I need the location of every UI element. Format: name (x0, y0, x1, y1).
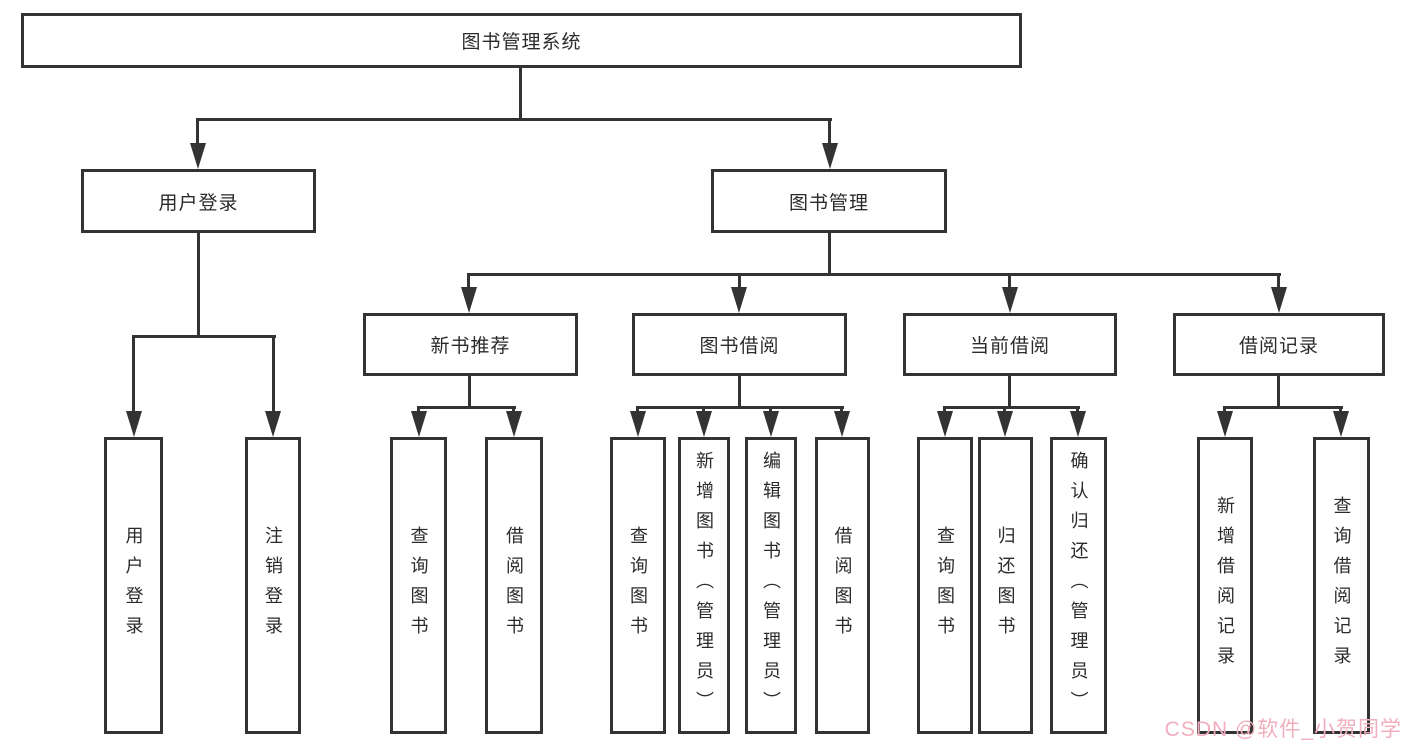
node-book-management: 图书管理 (711, 169, 947, 233)
arrowhead-down-icon (630, 411, 646, 437)
leaf-label: 新增图书（管理员） (694, 450, 714, 721)
connector-line (738, 375, 741, 409)
leaf-confirm-return-admin: 确认归还（管理员） (1050, 437, 1107, 734)
connector-line (467, 273, 1281, 276)
arrowhead-down-icon (696, 411, 712, 437)
connector-line (519, 66, 522, 121)
node-user-login: 用户登录 (81, 169, 316, 233)
arrowhead-down-icon (265, 411, 281, 437)
leaf-query-borrow-record: 查询借阅记录 (1313, 437, 1370, 734)
connector-line (1008, 273, 1011, 293)
arrowhead-down-icon (834, 411, 850, 437)
connector-line (197, 233, 200, 338)
connector-line (828, 118, 831, 146)
node-label: 借阅记录 (1238, 336, 1319, 357)
node-label: 图书借阅 (699, 336, 780, 357)
leaf-return-book: 归还图书 (978, 437, 1033, 734)
connector-line (828, 233, 831, 276)
connector-line (196, 118, 199, 146)
leaf-label: 借阅图书 (832, 525, 853, 646)
arrowhead-down-icon (461, 287, 477, 313)
leaf-borrow-book-recommend: 借阅图书 (485, 437, 543, 734)
connector-line (1008, 375, 1011, 409)
node-label: 新书推荐 (430, 336, 511, 357)
connector-line (132, 335, 135, 415)
node-label: 图书管理 (788, 192, 869, 214)
connector-line (272, 335, 275, 415)
leaf-query-book-borrowing: 查询图书 (610, 437, 666, 734)
node-label: 用户登录 (158, 192, 239, 214)
leaf-label: 确认归还（管理员） (1068, 450, 1089, 721)
leaf-user-login: 用户登录 (104, 437, 163, 734)
leaf-label: 借阅图书 (504, 525, 524, 646)
connector-line (1277, 273, 1280, 293)
leaf-query-book-recommend: 查询图书 (390, 437, 447, 734)
arrowhead-down-icon (997, 411, 1013, 437)
node-label: 当前借阅 (969, 336, 1050, 357)
watermark: CSDN @软件_小贺同学 (1164, 718, 1402, 741)
arrowhead-down-icon (1070, 411, 1086, 437)
arrowhead-down-icon (126, 411, 142, 437)
leaf-label: 编辑图书（管理员） (761, 450, 781, 721)
leaf-logout: 注销登录 (245, 437, 301, 734)
node-borrowing-records: 借阅记录 (1173, 313, 1385, 376)
leaf-borrow-book: 借阅图书 (815, 437, 870, 734)
node-label: 图书管理系统 (461, 32, 582, 53)
connector-line (467, 273, 470, 293)
arrowhead-down-icon (1217, 411, 1233, 437)
leaf-label: 查询图书 (935, 525, 955, 646)
arrowhead-down-icon (1002, 287, 1018, 313)
node-current-borrowing: 当前借阅 (903, 313, 1117, 376)
arrowhead-down-icon (411, 411, 427, 437)
node-library-management-system: 图书管理系统 (21, 13, 1022, 68)
leaf-label: 查询图书 (628, 525, 648, 646)
leaf-label: 查询借阅记录 (1331, 495, 1352, 676)
node-new-book-recommend: 新书推荐 (363, 313, 578, 376)
arrowhead-down-icon (763, 411, 779, 437)
connector-line (196, 118, 832, 121)
arrowhead-down-icon (506, 411, 522, 437)
connector-line (132, 335, 276, 338)
leaf-edit-book-admin: 编辑图书（管理员） (745, 437, 797, 734)
leaf-label: 用户登录 (123, 525, 144, 646)
connector-line (1223, 406, 1343, 409)
arrowhead-down-icon (1271, 287, 1287, 313)
leaf-label: 注销登录 (263, 525, 283, 646)
connector-line (1277, 375, 1280, 409)
leaf-add-book-admin: 新增图书（管理员） (678, 437, 730, 734)
leaf-add-borrow-record: 新增借阅记录 (1197, 437, 1253, 734)
connector-line (468, 375, 471, 409)
node-book-borrowing: 图书借阅 (632, 313, 847, 376)
leaf-label: 新增借阅记录 (1215, 495, 1235, 676)
arrowhead-down-icon (1333, 411, 1349, 437)
arrowhead-down-icon (190, 143, 206, 169)
leaf-label: 查询图书 (408, 525, 429, 646)
leaf-query-book-current: 查询图书 (917, 437, 973, 734)
connector-line (417, 406, 516, 409)
arrowhead-down-icon (822, 143, 838, 169)
arrowhead-down-icon (731, 287, 747, 313)
connector-line (636, 406, 844, 409)
connector-line (738, 273, 741, 293)
connector-line (943, 406, 1080, 409)
arrowhead-down-icon (937, 411, 953, 437)
leaf-label: 归还图书 (995, 525, 1016, 646)
